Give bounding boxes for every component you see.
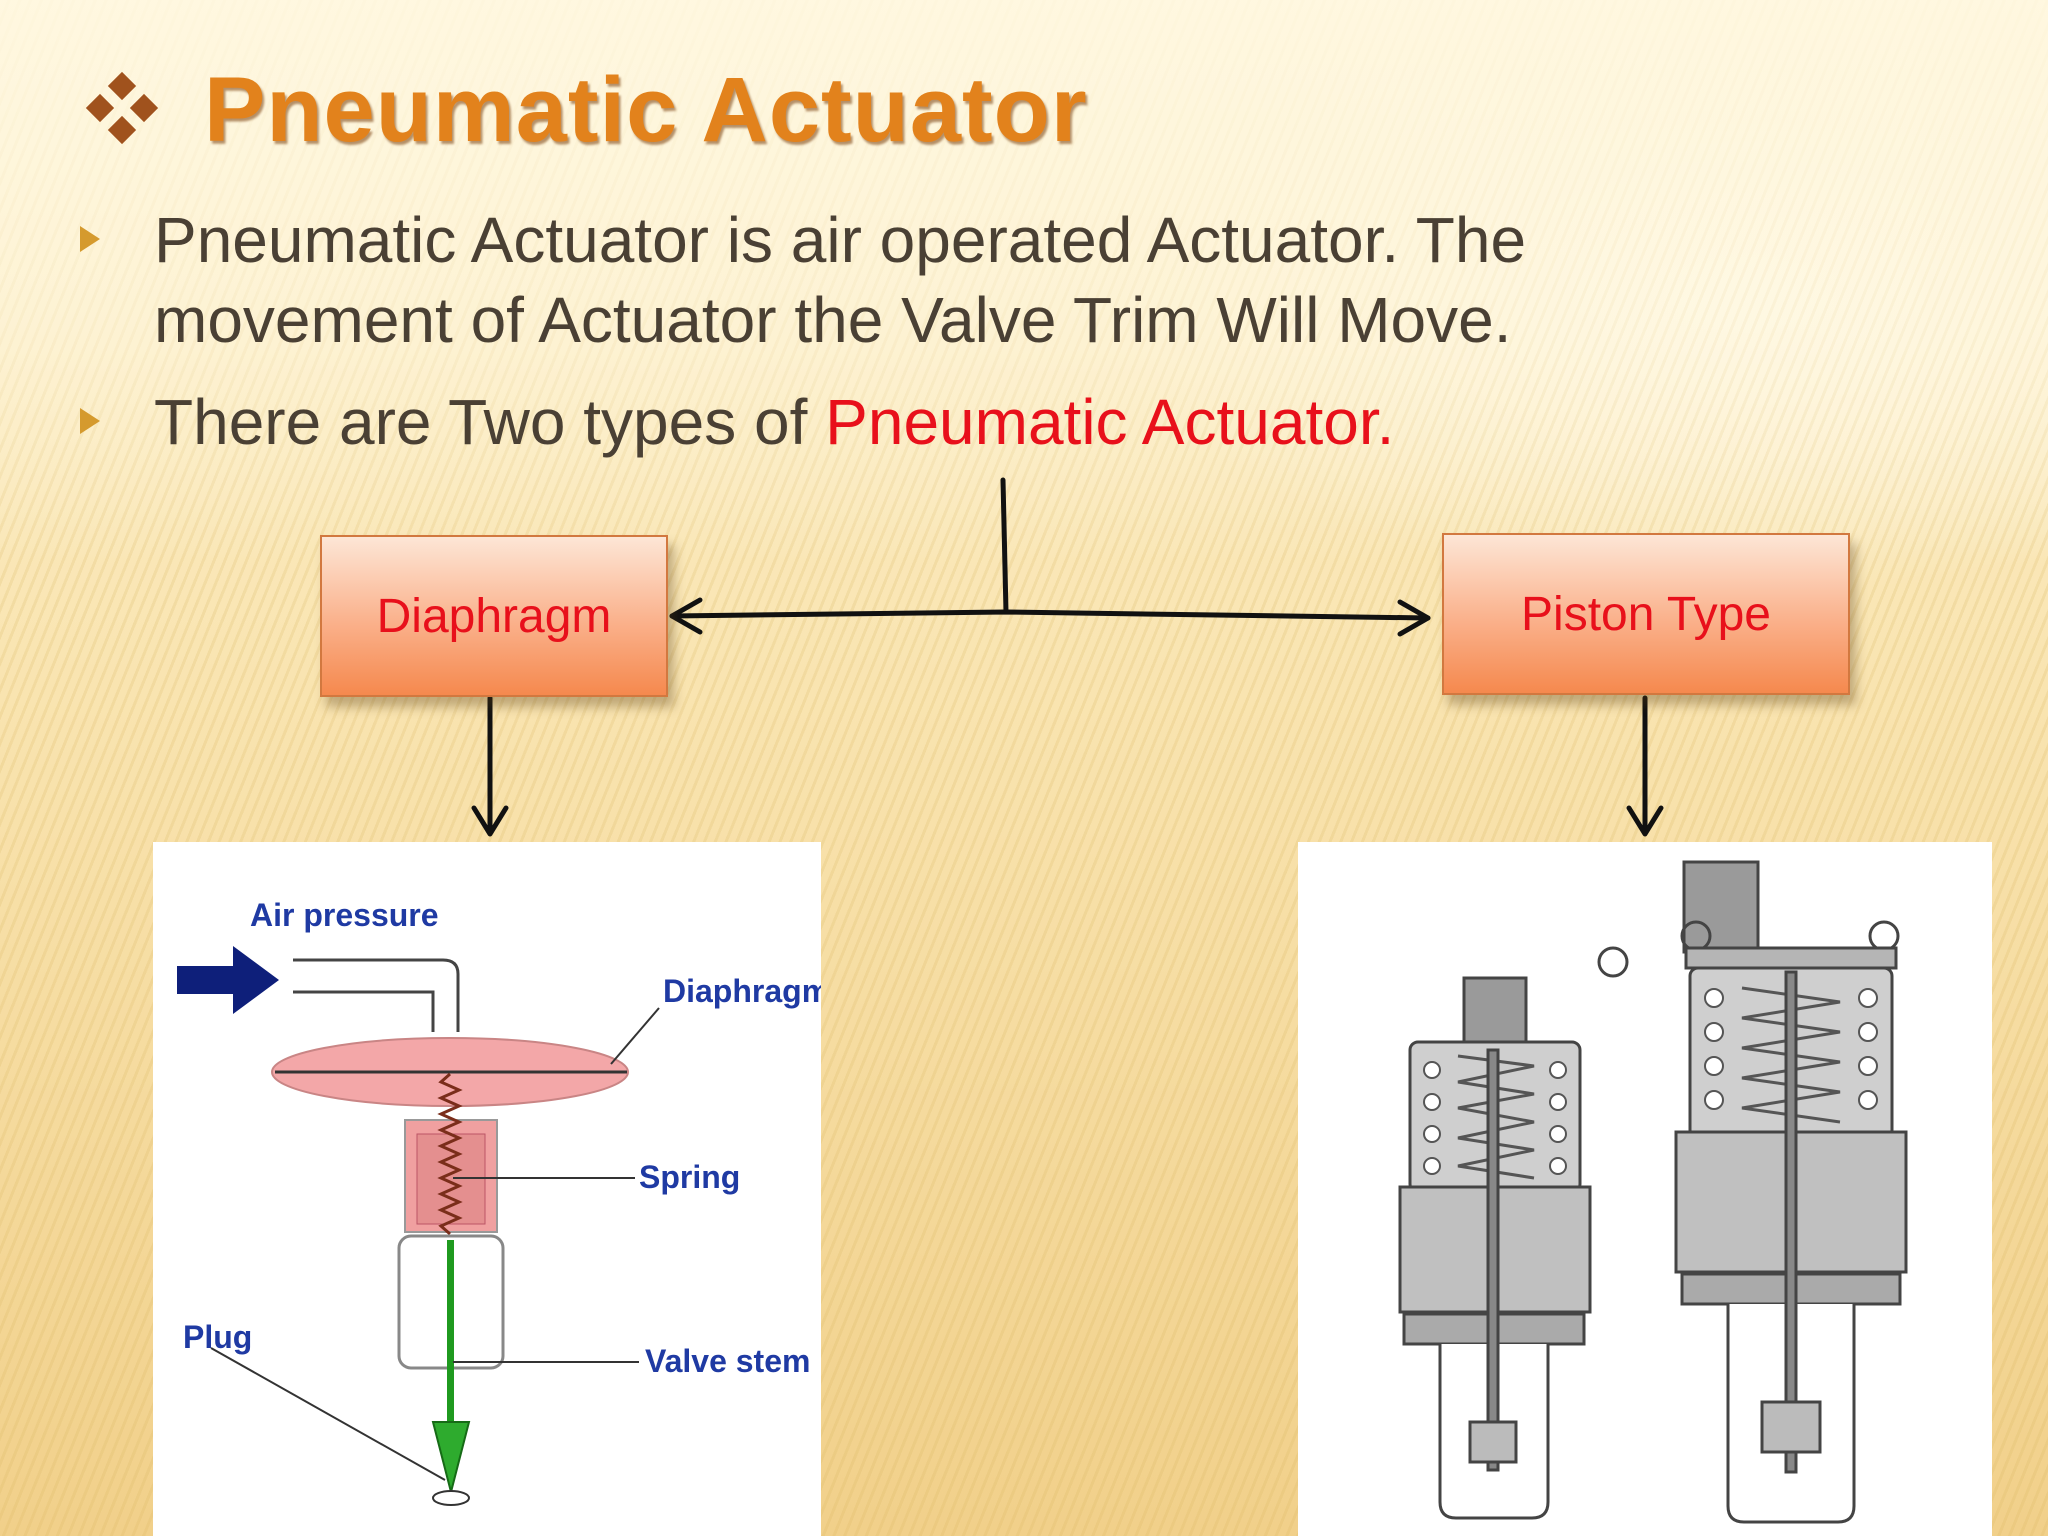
diaphragm-diagram-image: Air pressure Diaphragm Spring Plug Valve… [153, 842, 830, 1536]
arrow-bullet-icon [80, 226, 100, 252]
piston-type-box: Piston Type [1442, 533, 1850, 695]
arrow-bullet-icon [80, 408, 100, 434]
air-pressure-arrow-icon [177, 946, 279, 1014]
piston-actuator-small [1398, 946, 1629, 1520]
diaphragm-type-label: Diaphragm [376, 589, 612, 643]
arrowhead-down-left-icon [471, 805, 509, 837]
valve-stem-shape [447, 1240, 454, 1462]
piston-type-image [1298, 842, 1992, 1536]
piston-actuator-large [1674, 860, 1908, 1524]
label-diaphragm: Diaphragm [663, 973, 821, 1009]
title-row: Pneumatic Actuator [82, 50, 1088, 170]
plug-shape [431, 1421, 471, 1493]
piston-actuator-drawing [1398, 860, 1908, 1524]
bullet-list: Pneumatic Actuator is air operated Actua… [80, 200, 1700, 472]
label-spring: Spring [639, 1159, 740, 1195]
bullet-text: There are Two types of [154, 386, 826, 458]
background-sheen [0, 0, 2048, 560]
label-valve-stem: Valve stem [645, 1343, 810, 1379]
diaphragm-type-box: Diaphragm [320, 535, 668, 697]
bullet-item: Pneumatic Actuator is air operated Actua… [80, 200, 1700, 360]
label-air-pressure: Air pressure [250, 897, 439, 933]
arrowhead-left-icon [669, 597, 703, 635]
spring-shape [437, 1072, 463, 1236]
bullet-item: There are Two types of Pneumatic Actuato… [80, 382, 1700, 462]
bullet-text: Pneumatic Actuator is air operated Actua… [154, 204, 1527, 356]
bullet-highlight: Pneumatic Actuator. [825, 386, 1395, 458]
arrowhead-down-right-icon [1626, 805, 1664, 837]
connector-horizontal-line [669, 609, 1431, 621]
label-plug: Plug [183, 1319, 252, 1355]
diaphragm-diagram-svg: Air pressure Diaphragm Spring Plug Valve… [177, 897, 830, 1506]
arrowhead-right-icon [1397, 599, 1431, 637]
connector-stem-line [1000, 477, 1009, 615]
piston-type-label: Piston Type [1521, 587, 1771, 641]
slide-title: Pneumatic Actuator [204, 58, 1088, 161]
